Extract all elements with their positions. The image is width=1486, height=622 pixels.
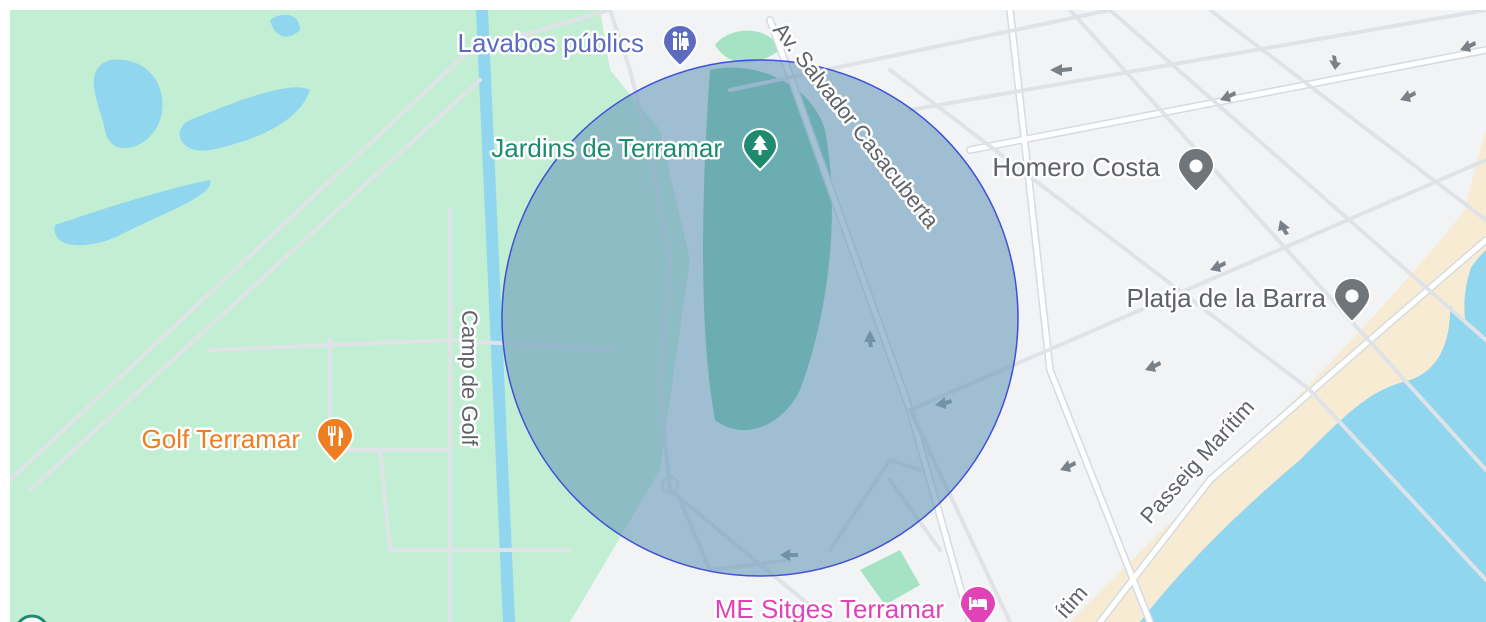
poi-label: Homero Costa xyxy=(992,152,1160,182)
place-pin-icon xyxy=(1332,277,1372,324)
map-edge-marker xyxy=(17,614,47,622)
hotel-bed-icon xyxy=(958,585,998,622)
restaurant-icon xyxy=(315,417,355,464)
map-canvas[interactable]: Av. Salvador Casacuberta Camp de Golf Pa… xyxy=(10,10,1486,622)
poi-homero-costa[interactable]: Homero Costa xyxy=(990,147,1216,194)
one-way-arrows xyxy=(780,40,1476,561)
poi-label: Lavabos públics xyxy=(458,28,644,58)
lake xyxy=(54,180,211,246)
lake xyxy=(179,87,310,151)
street-label-camp-de-golf: Camp de Golf xyxy=(457,310,482,447)
poi-lavabos[interactable]: Lavabos públics xyxy=(455,24,699,68)
poi-me-sitges-terramar[interactable]: ME Sitges Terramar xyxy=(712,585,998,622)
park-patch xyxy=(860,550,920,605)
water-channel xyxy=(476,10,515,622)
park-patch xyxy=(715,30,780,63)
lake xyxy=(270,14,300,37)
tree-icon xyxy=(741,128,779,172)
poi-jardins[interactable]: Jardins de Terramar xyxy=(489,128,779,172)
sea xyxy=(1140,250,1486,622)
poi-label: Platja de la Barra xyxy=(1127,283,1327,313)
search-radius-circle[interactable] xyxy=(501,59,1019,577)
poi-label: ME Sitges Terramar xyxy=(715,594,945,622)
poi-platja-de-la-barra[interactable]: Platja de la Barra xyxy=(1124,277,1372,324)
restroom-icon xyxy=(661,24,699,68)
lake xyxy=(93,59,163,149)
place-pin-icon xyxy=(1176,147,1216,194)
beach-sand xyxy=(1449,130,1486,320)
map-view[interactable]: Av. Salvador Casacuberta Camp de Golf Pa… xyxy=(10,10,1486,622)
golf-course-area xyxy=(10,10,690,622)
poi-golf-terramar[interactable]: Golf Terramar xyxy=(139,417,355,464)
poi-label: Golf Terramar xyxy=(142,424,301,454)
poi-label: Jardins de Terramar xyxy=(491,133,722,163)
